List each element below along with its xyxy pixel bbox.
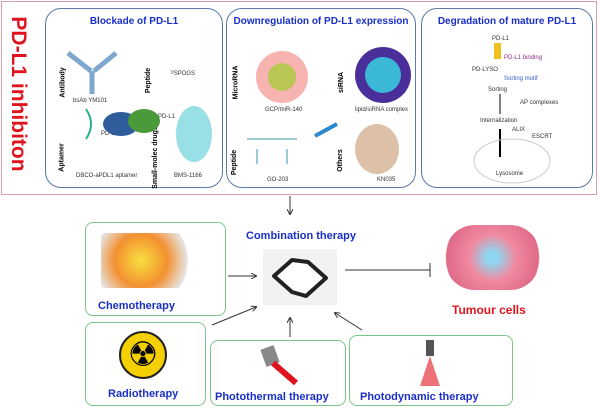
example-label: KN035 [377,177,396,183]
degradation-illustration [473,43,551,184]
example-label: DBCO-aPDL1 aptamer [76,173,138,179]
pd1-label: PD-1 [101,131,115,137]
example-label: lipid/siRNA complex [355,107,409,113]
laser-fiber-icon [420,340,440,386]
step-label: ALIX [512,127,526,133]
step-label: PD-LYSO [472,67,498,73]
peptide-structure-icon [247,138,297,164]
photothermal-box: Photothermal therapy [210,340,346,406]
panel-downregulation: Downregulation of PD-L1 expression Micro… [226,8,416,188]
photodynamic-box: Photodynamic therapy [349,335,513,406]
lysosome-icon [473,138,551,184]
example-label: GO-203 [267,177,289,183]
step-label: Internalization [480,118,518,124]
tumour-cells-label: Tumour cells [452,303,526,317]
chemotherapy-label: Chemotherapy [98,300,176,312]
pd-l1-inhibition-section [1,1,597,195]
tumour-cells-image [445,225,540,290]
arrow-photodynamic [335,313,363,331]
panel-title: Degradation of mature PD-L1 [437,16,577,27]
step-label: AP complexes [520,100,559,106]
panel-title: Blockade of PD-L1 [89,16,179,27]
radiotherapy-label: Radiotherapy [108,388,179,400]
downregulation-illustrations [247,47,411,174]
arrow-radio [211,307,256,326]
blockade-illustrations [66,51,212,162]
radiotherapy-box: ☢ Radiotherapy [85,322,206,406]
photothermal-label: Photothermal therapy [215,391,329,403]
pills-image [101,233,201,288]
kn035-protein-icon [355,124,399,174]
aptamer-icon [85,108,92,140]
laser-icon [260,345,298,385]
example-label: ᴰSPOGS [171,71,196,77]
example-label: bsAb YM101 [73,98,108,104]
small-molecule-protein-icon [176,106,212,162]
combination-therapy-label: Combination therapy [246,230,357,242]
handshake-icon [263,249,337,305]
panel-title: Downregulation of PD-L1 expression [233,16,409,27]
step-label: Lysosome [496,171,524,177]
example-label: GCP/miR-140 [265,107,303,113]
antibody-icon [66,51,118,94]
step-label: PD-L1 binding [504,55,543,61]
pdl1-label: PD-L1 [158,114,176,120]
photodynamic-label: Photodynamic therapy [360,391,479,403]
example-label: BMS-1166 [174,173,202,179]
chemotherapy-box: Chemotherapy [85,222,226,316]
step-label: PD-L1 [492,36,510,42]
panel-degradation: Degradation of mature PD-L1 PD-L1 PD-L1 … [421,8,593,188]
radiation-icon: ☢ [119,331,167,379]
step-label: Sorting motif [504,76,538,82]
dna-icon [314,122,338,138]
step-label: ESCRT [532,134,553,140]
pd-l1-icon [494,43,501,59]
panel-blockade: Blockade of PD-L1 Antibody Peptide Aptam… [45,8,223,189]
protein-complex-icon [103,109,160,136]
step-label: Sorting [488,87,508,93]
